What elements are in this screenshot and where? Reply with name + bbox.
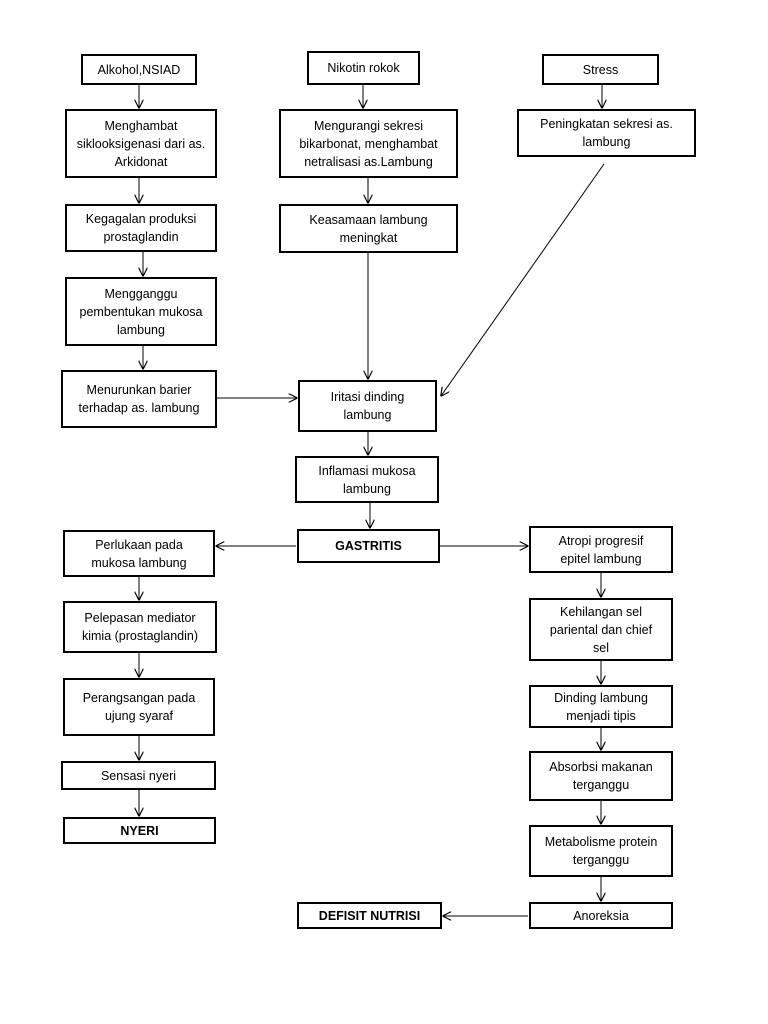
node-deficit: DEFISIT NUTRISI — [297, 902, 442, 929]
node-disrupt-mucosa: Mengganggu pembentukan mukosa lambung — [65, 277, 217, 346]
node-lower-barrier-label: Menurunkan barier terhadap as. lambung — [78, 383, 200, 415]
node-absorption-label: Absorbsi makanan terganggu — [549, 760, 653, 792]
node-stress: Stress — [542, 54, 659, 85]
node-atrophy: Atropi progresif epitel lambung — [529, 526, 673, 573]
node-acid-increase: Peningkatan sekresi as. lambung — [517, 109, 696, 157]
node-mediator: Pelepasan mediator kimia (prostaglandin) — [63, 601, 217, 653]
node-irritation: Iritasi dinding lambung — [298, 380, 437, 432]
node-anorexia: Anoreksia — [529, 902, 673, 929]
node-gastritis: GASTRITIS — [297, 529, 440, 563]
node-inflammation-label: Inflamasi mukosa lambung — [318, 463, 416, 496]
node-anorexia-label: Anoreksia — [573, 908, 629, 923]
node-prostaglandin-fail: Kegagalan produksi prostaglandin — [65, 204, 217, 252]
node-wound: Perlukaan pada mukosa lambung — [63, 530, 215, 577]
node-pain-label: NYERI — [120, 823, 159, 838]
node-alcohol-label: Alkohol,NSIAD — [97, 62, 181, 77]
node-acidity: Keasamaan lambung meningkat — [279, 204, 458, 253]
node-pain: NYERI — [63, 817, 216, 844]
node-lower-barrier: Menurunkan barier terhadap as. lambung — [61, 370, 217, 428]
node-wound-label: Perlukaan pada mukosa lambung — [91, 537, 187, 570]
node-inhibit: Menghambat siklooksigenasi dari as. Arki… — [65, 109, 217, 178]
node-nicotine-label: Nikotin rokok — [327, 61, 400, 75]
node-stimulation: Perangsangan pada ujung syaraf — [63, 678, 215, 736]
node-inhibit-label: Menghambat siklooksigenasi dari as. Arki… — [76, 118, 206, 169]
node-reduce-bicarb-label: Mengurangi sekresi bikarbonat, menghamba… — [299, 118, 438, 169]
node-gastritis-label: GASTRITIS — [335, 539, 402, 553]
node-acidity-label: Keasamaan lambung meningkat — [309, 212, 428, 245]
node-nicotine: Nikotin rokok — [307, 51, 420, 85]
node-disrupt-mucosa-label: Mengganggu pembentukan mukosa lambung — [79, 286, 203, 337]
node-inflammation: Inflamasi mukosa lambung — [295, 456, 439, 503]
node-cell-loss: Kehilangan sel pariental dan chief sel — [529, 598, 673, 661]
node-acid-increase-label: Peningkatan sekresi as. lambung — [540, 117, 673, 149]
node-cell-loss-label: Kehilangan sel pariental dan chief sel — [549, 604, 653, 655]
node-prostaglandin-fail-label: Kegagalan produksi prostaglandin — [85, 212, 197, 244]
node-reduce-bicarb: Mengurangi sekresi bikarbonat, menghamba… — [279, 109, 458, 178]
node-stimulation-label: Perangsangan pada ujung syaraf — [82, 691, 196, 723]
node-pain-sensation-label: Sensasi nyeri — [100, 768, 177, 783]
node-deficit-label: DEFISIT NUTRISI — [318, 908, 421, 923]
node-pain-sensation: Sensasi nyeri — [61, 761, 216, 790]
node-protein: Metabolisme protein terganggu — [529, 825, 673, 877]
node-thin-wall: Dinding lambung menjadi tipis — [529, 685, 673, 728]
node-mediator-label: Pelepasan mediator kimia (prostaglandin) — [81, 611, 199, 643]
node-atrophy-label: Atropi progresif epitel lambung — [558, 533, 644, 566]
node-alcohol: Alkohol,NSIAD — [81, 54, 197, 85]
arrow-acid-to-irritation — [441, 163, 605, 396]
node-absorption: Absorbsi makanan terganggu — [529, 751, 673, 801]
node-irritation-label: Iritasi dinding lambung — [330, 390, 405, 422]
node-thin-wall-label: Dinding lambung menjadi tipis — [554, 690, 648, 723]
node-stress-label: Stress — [582, 62, 619, 77]
node-protein-label: Metabolisme protein terganggu — [544, 835, 658, 867]
